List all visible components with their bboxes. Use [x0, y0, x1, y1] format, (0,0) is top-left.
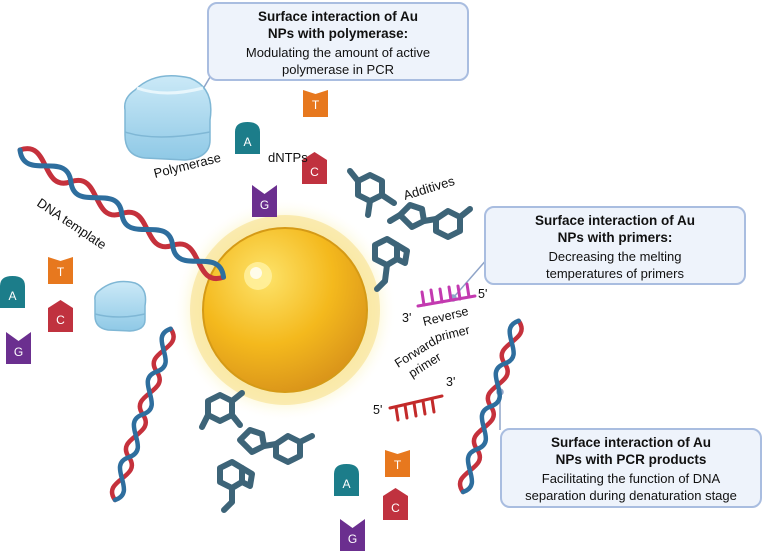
additive-molecule-2	[387, 202, 473, 240]
label-forward-primer-3prime: 3'	[446, 375, 455, 389]
gold-nanoparticle	[173, 198, 397, 422]
nucleotide-a-8: A	[334, 464, 359, 496]
additive-molecule-4	[199, 390, 245, 430]
callout-polymerase-body-2: polymerase in PCR	[282, 62, 394, 77]
nucleotide-g-3: G	[252, 185, 277, 217]
nucleotide-layer: T A C G T A C G A T C G	[0, 85, 410, 551]
callout-products: Surface interaction of Au NPs with PCR p…	[500, 428, 762, 508]
nucleotide-c-letter: C	[391, 501, 400, 515]
label-reverse-primer-line2: primer	[433, 323, 471, 345]
dna-helix-lower-left	[110, 326, 176, 503]
nucleotide-g-letter: G	[260, 198, 269, 212]
label-forward-primer-5prime: 5'	[373, 403, 382, 417]
additive-molecule-6	[217, 459, 255, 513]
additive-molecules	[199, 168, 473, 513]
callout-products-title-2: NPs with PCR products	[555, 452, 707, 467]
nucleotide-c-2: C	[302, 152, 327, 184]
nucleotide-g-11: G	[340, 519, 365, 551]
nucleotide-c-10: C	[383, 488, 408, 520]
nucleotide-t-4: T	[48, 252, 73, 284]
label-additives: Additives	[401, 173, 456, 203]
callout-primers-body-2: temperatures of primers	[546, 266, 684, 281]
nucleotide-t-9: T	[385, 445, 410, 477]
nucleotide-g-7: G	[6, 332, 31, 364]
callout-products-title-1: Surface interaction of Au	[550, 435, 712, 450]
dna-helix-pcr-product	[458, 318, 524, 495]
callout-primers-title-2: NPs with primers:	[557, 230, 673, 245]
callout-polymerase-title-2: NPs with polymerase:	[267, 26, 409, 41]
nucleotide-a-letter: A	[342, 477, 350, 491]
nucleotide-c-letter: C	[310, 165, 319, 179]
callout-products-body-2: separation during denaturation stage	[525, 488, 737, 503]
forward-primer	[388, 394, 444, 422]
additive-molecule-5	[237, 427, 315, 465]
nucleotide-t-letter: T	[394, 458, 402, 472]
nucleotide-g-letter: G	[14, 345, 23, 359]
callout-primers-title-1: Surface interaction of Au	[534, 213, 696, 228]
nucleotide-c-6: C	[48, 300, 73, 332]
nucleotide-t-letter: T	[57, 265, 65, 279]
nucleotide-a-5: A	[0, 276, 25, 308]
nucleotide-a-1: A	[235, 122, 260, 154]
reverse-primer	[416, 282, 477, 308]
nucleotide-g-letter: G	[348, 532, 357, 546]
callout-polymerase-body-1: Modulating the amount of active	[245, 45, 431, 60]
nucleotide-c-letter: C	[56, 313, 65, 327]
nucleotide-a-letter: A	[243, 135, 251, 149]
nucleotide-a-letter: A	[8, 289, 16, 303]
nucleotide-t-0: T	[303, 85, 328, 117]
callout-polymerase: Surface interaction of Au NPs with polym…	[207, 2, 469, 81]
callout-primers: Surface interaction of Au NPs with prime…	[484, 206, 746, 285]
label-reverse-primer-5prime: 5'	[478, 287, 487, 301]
dna-helix-template	[17, 146, 227, 282]
label-reverse-primer-3prime: 3'	[402, 311, 411, 325]
label-dntps: dNTPs	[268, 150, 308, 165]
callout-polymerase-title-1: Surface interaction of Au	[257, 9, 419, 24]
polymerase-enzyme-small	[94, 280, 147, 332]
callout-primers-body-1: Decreasing the melting	[548, 249, 682, 264]
additive-molecule-1	[347, 168, 397, 218]
nucleotide-t-letter: T	[312, 98, 320, 112]
polymerase-enzyme-large	[123, 75, 212, 161]
additive-molecule-3	[372, 236, 410, 292]
callout-products-body-1: Facilitating the function of DNA	[541, 471, 721, 486]
